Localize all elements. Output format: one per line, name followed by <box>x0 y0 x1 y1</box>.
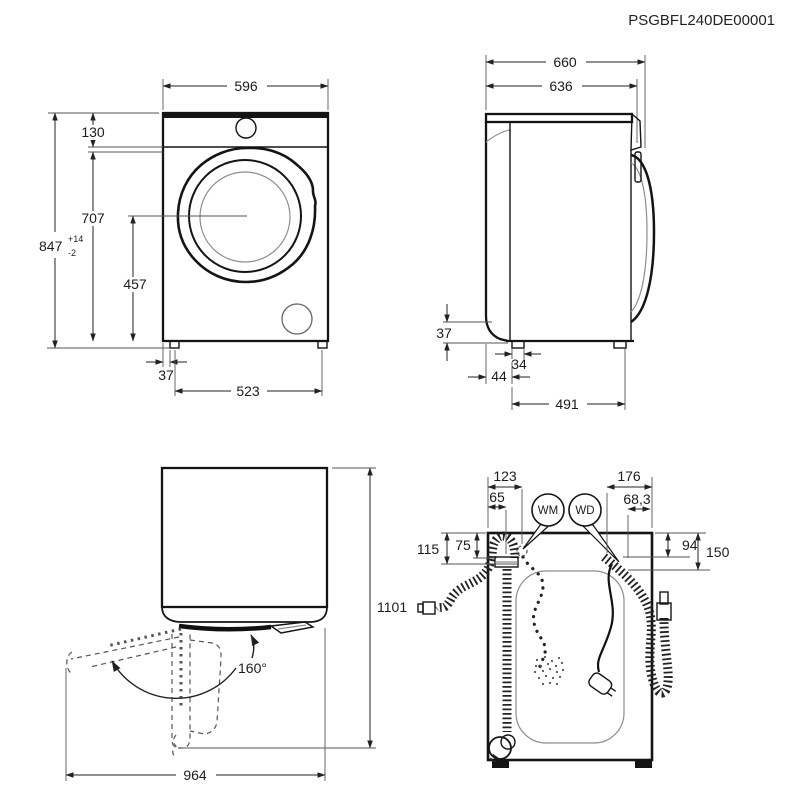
dim-front-height: 847 <box>39 238 63 254</box>
power-cord <box>596 563 614 673</box>
wd-label: WD <box>575 505 594 517</box>
wd-hose <box>601 553 673 698</box>
dim-front-height-tol-plus: +14 <box>68 234 83 244</box>
dim-front-width: 596 <box>234 78 258 94</box>
dim-rear-left-inner: 75 <box>455 537 471 553</box>
dim-side-rear-gap: 37 <box>436 325 452 341</box>
dim-rear-wm-offset: 123 <box>493 468 517 484</box>
wm-inlet-point <box>516 545 528 557</box>
dim-front-band: 130 <box>81 124 105 140</box>
side-control-panel <box>630 112 642 151</box>
dim-side-foot-length: 34 <box>511 356 527 372</box>
power-plug-icon <box>588 672 617 697</box>
wd-balloon <box>568 493 602 527</box>
door-90-window-outline <box>189 639 222 735</box>
door-glass <box>199 171 291 263</box>
side-rear-edge <box>484 122 509 343</box>
rear-left-foot <box>492 760 509 768</box>
dim-side-rear-offset: 44 <box>491 368 507 384</box>
dim-rear-left-outer: 115 <box>417 541 440 557</box>
dim-front-foot-offset: 37 <box>158 367 174 383</box>
side-rear-foot <box>511 340 525 349</box>
dim-front-foot-spacing: 523 <box>236 383 260 399</box>
dim-door-angle: 160° <box>238 660 267 676</box>
drain-pump-cover <box>281 303 313 335</box>
dim-rear-inlet-offset: 65 <box>489 489 505 505</box>
swing-arc <box>111 660 237 700</box>
door-outer-ring <box>176 146 317 284</box>
side-top-panel <box>484 112 634 124</box>
wd-hose-connector <box>656 602 672 621</box>
dim-side-foot-spacing: 491 <box>555 396 579 412</box>
front-view: 596 847 +14 -2 130 707 <box>37 78 330 399</box>
drawing-code: PSGBFL240DE00001 <box>628 12 775 29</box>
top-view-front-skirt <box>161 606 328 623</box>
dim-door-open-width: 964 <box>183 767 207 783</box>
wm-hose-dashed-path <box>521 555 547 671</box>
top-view-body <box>160 466 329 609</box>
wm-label: WM <box>538 505 558 517</box>
dim-front-band-floor: 707 <box>81 210 105 226</box>
dim-rear-right-outer: 150 <box>706 544 730 560</box>
dim-rear-cord-offset: 68,3 <box>623 491 650 507</box>
dim-door-open-depth: 1101 <box>377 599 407 615</box>
side-view: 660 636 37 34 4 <box>432 54 656 412</box>
side-front-foot <box>613 340 627 349</box>
rear-recess <box>515 570 625 744</box>
dim-side-depth: 660 <box>553 54 577 70</box>
dim-front-door-center: 457 <box>123 276 147 292</box>
front-left-foot <box>169 340 180 349</box>
spray-dots <box>533 655 565 686</box>
drain-hose-end-fitting <box>422 601 436 615</box>
drain-hose-hook <box>487 531 520 559</box>
door-160-dome-line <box>106 627 182 648</box>
dim-rear-wd-offset: 176 <box>617 468 641 484</box>
dim-front-height-tol-minus: -2 <box>68 248 76 258</box>
rear-right-foot <box>635 760 652 768</box>
side-door-handle <box>634 151 642 183</box>
door-160-tip <box>66 651 73 675</box>
wm-balloon <box>531 493 565 527</box>
side-door-bulge <box>630 153 656 324</box>
drain-hose-outer <box>433 557 496 613</box>
dim-side-body-depth: 636 <box>549 78 573 94</box>
door-open-view: 160° 1101 964 <box>65 466 413 783</box>
front-right-foot <box>317 340 328 349</box>
door-handle <box>269 621 315 634</box>
rear-view: WM WD 123 65 176 68,3 115 75 94 150 <box>417 468 730 768</box>
detergent-knob <box>235 117 257 139</box>
dim-rear-right-inner: 94 <box>682 537 698 553</box>
door-edge-closed <box>178 623 272 632</box>
